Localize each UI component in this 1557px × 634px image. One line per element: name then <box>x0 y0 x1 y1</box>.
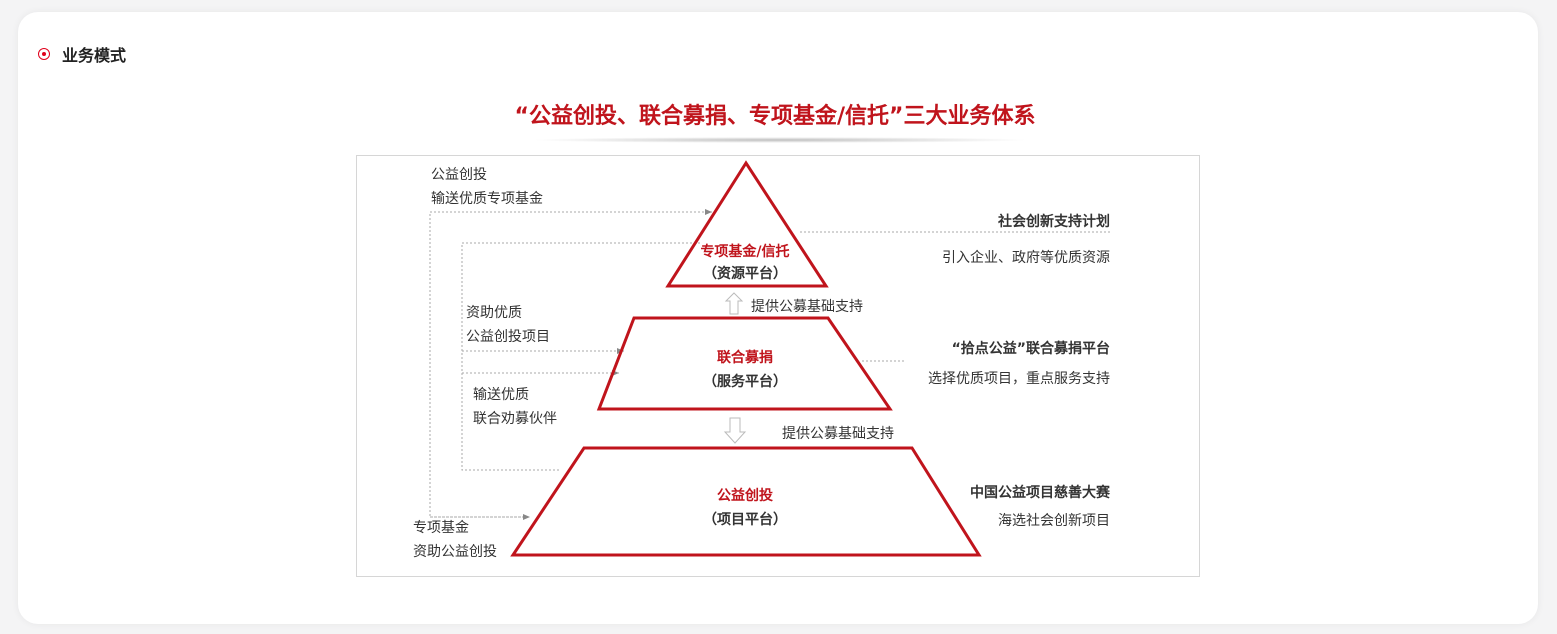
level-sub: （项目平台） <box>703 512 787 528</box>
right-title: 社会创新支持计划 <box>998 214 1110 230</box>
arrow-down-icon <box>723 417 747 444</box>
line: 公益创投项目 <box>466 329 550 345</box>
left-label-top: 公益创投 输送优质专项基金 <box>431 163 543 211</box>
level-name: 专项基金/信托 <box>700 244 790 260</box>
right-desc: 选择优质项目，重点服务支持 <box>928 371 1110 387</box>
line: 联合劝募伙伴 <box>473 411 557 427</box>
level-sub: （服务平台） <box>703 374 787 390</box>
level-top-label: 专项基金/信托 （资源平台） <box>680 241 810 285</box>
left-label-mid1: 资助优质 公益创投项目 <box>466 301 550 349</box>
level-name: 公益创投 <box>717 488 773 504</box>
diagram-frame <box>356 155 1200 577</box>
arrow-up-icon <box>724 292 744 315</box>
right-label-mid: “拾点公益”联合募捐平台 选择优质项目，重点服务支持 <box>880 334 1110 394</box>
pyramid-bottom <box>510 446 982 557</box>
level-bottom-label: 公益创投 （项目平台） <box>680 484 810 532</box>
pyramid-middle <box>596 316 893 411</box>
right-label-top: 社会创新支持计划 引入企业、政府等优质资源 <box>880 204 1110 276</box>
support-label-2: 提供公募基础支持 <box>782 426 894 442</box>
right-title: 中国公益项目慈善大赛 <box>970 485 1110 501</box>
right-desc: 海选社会创新项目 <box>998 513 1110 529</box>
diagram-title: “公益创投、联合募捐、专项基金/信托”三大业务体系 <box>514 104 1036 129</box>
left-label-bottom: 专项基金 资助公益创投 <box>413 516 497 564</box>
right-desc: 引入企业、政府等优质资源 <box>942 250 1110 266</box>
line: 输送优质专项基金 <box>431 191 543 207</box>
right-label-bottom: 中国公益项目慈善大赛 海选社会创新项目 <box>880 479 1110 535</box>
line: 输送优质 <box>473 387 529 403</box>
level-name: 联合募捐 <box>717 350 773 366</box>
section-header: 业务模式 <box>38 42 126 66</box>
line: 资助优质 <box>466 305 522 321</box>
connector-inner <box>461 242 700 471</box>
support-label-1: 提供公募基础支持 <box>751 299 863 315</box>
line: 专项基金 <box>413 520 469 536</box>
section-title: 业务模式 <box>62 46 127 65</box>
left-label-mid2: 输送优质 联合劝募伙伴 <box>473 383 557 431</box>
title-shadow <box>530 137 1030 143</box>
radio-dot-icon <box>38 48 50 60</box>
line: 公益创投 <box>431 167 487 183</box>
level-middle-label: 联合募捐 （服务平台） <box>680 346 810 394</box>
line: 资助公益创投 <box>413 544 497 560</box>
connector-outer <box>429 211 712 518</box>
level-sub: （资源平台） <box>703 266 787 282</box>
pyramid-top <box>665 160 829 288</box>
right-title: “拾点公益”联合募捐平台 <box>951 341 1110 357</box>
